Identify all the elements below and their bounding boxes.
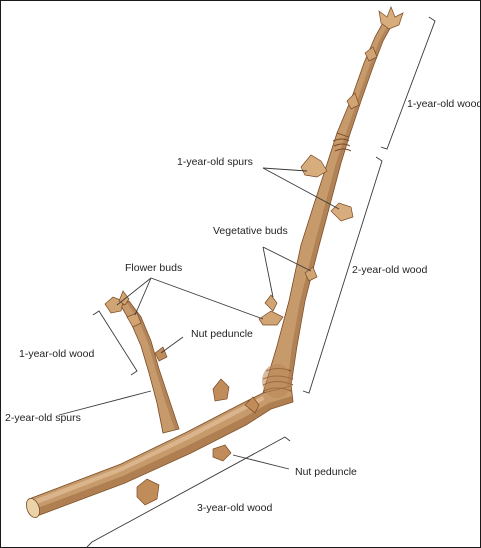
label-nut-peduncle-upper: Nut peduncle [191,328,253,340]
basal-knot [262,364,292,398]
label-two-year-old-spurs: 2-year-old spurs [5,412,81,424]
label-one-year-old-wood-left: 1-year-old wood [19,348,94,360]
one-year-spur-1 [301,155,327,177]
leader-nut-peduncle-upper [161,337,183,353]
label-nut-peduncle-lower: Nut peduncle [295,466,357,478]
bracket-one-year-wood-top [381,17,435,149]
branch-illustration [24,7,403,519]
trunk-spur-1 [213,379,229,401]
label-two-year-old-wood: 2-year-old wood [352,264,427,276]
label-one-year-old-spurs: 1-year-old spurs [177,156,253,168]
leader-one-year-spurs-a [263,168,307,171]
labels: 1-year-old wood 1-year-old spurs Vegetat… [5,98,480,514]
vegetative-bud-1 [259,311,283,325]
nut-peduncle-stub-lower [213,445,231,461]
leader-flower-buds-b [135,278,151,315]
vegetative-bud-2 [265,295,277,311]
label-one-year-old-wood-top: 1-year-old wood [407,98,480,110]
trunk-spur-3 [137,479,159,505]
label-flower-buds: Flower buds [125,262,182,274]
one-year-spur-2 [331,203,353,221]
leader-flower-buds-a [117,278,151,305]
leader-vegetative-buds-a [263,247,273,297]
label-vegetative-buds: Vegetative buds [213,225,288,237]
nut-peduncle-stub-left [155,347,167,361]
label-three-year-old-wood: 3-year-old wood [197,502,272,514]
leader-nut-peduncle-lower [233,455,289,469]
leader-flower-buds-c [151,278,263,319]
